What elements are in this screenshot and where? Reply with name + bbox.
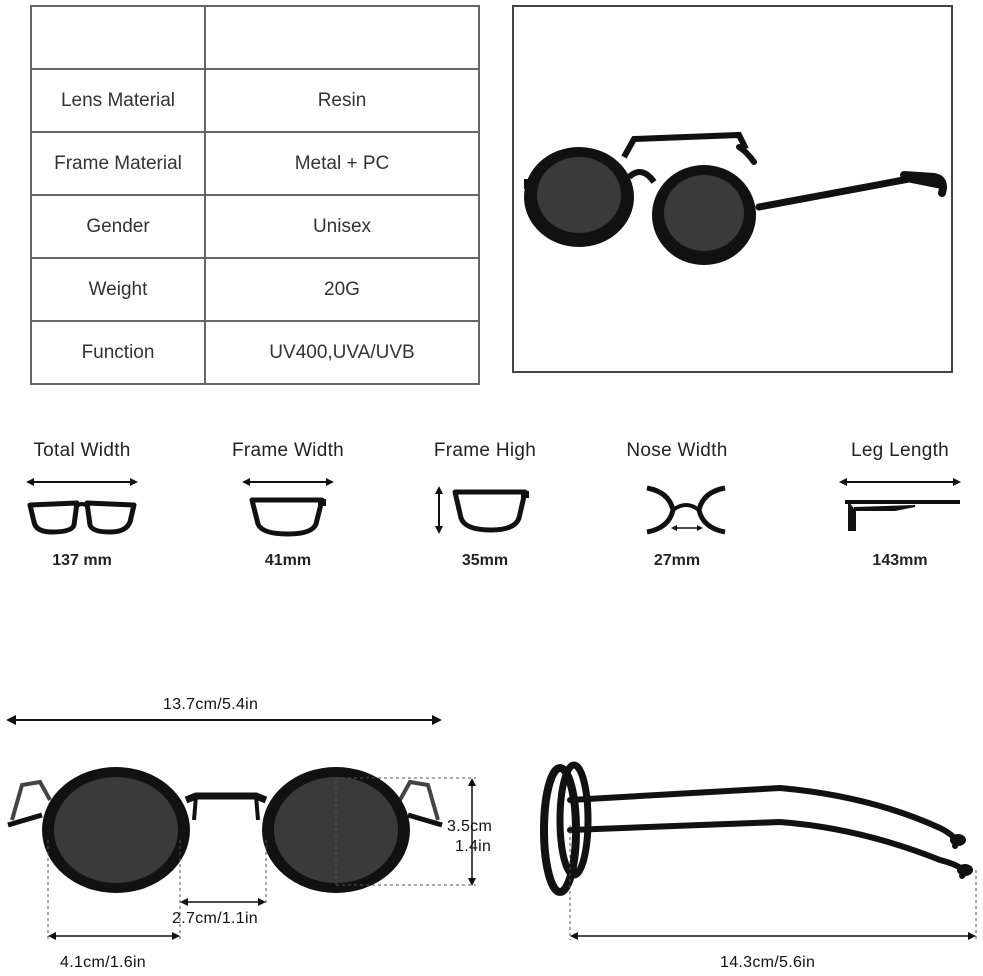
dimension-value: 143mm [872, 552, 928, 569]
spec-label [30, 5, 206, 70]
leg-length-icon [839, 478, 961, 531]
front-lens-width-label: 4.1cm/1.6in [60, 954, 147, 971]
spec-value [204, 5, 480, 70]
dimension-frame-width: Frame Width 41mm [193, 440, 383, 570]
side-view-diagram [540, 761, 977, 940]
front-bridge-width-label: 2.7cm/1.1in [172, 910, 259, 927]
spec-value: Resin [204, 68, 480, 133]
spec-label: Gender [30, 194, 206, 259]
spec-label: Weight [30, 257, 206, 322]
front-total-width-label: 13.7cm/5.4in [163, 696, 259, 713]
total-width-icon [26, 478, 138, 535]
dimension-value: 41mm [264, 552, 312, 569]
spec-table: Lens Material Resin Frame Material Metal… [30, 5, 480, 385]
table-row: Gender Unisex [30, 194, 480, 259]
dimension-nose-width: Nose Width 27mm [582, 440, 772, 570]
spec-label: Lens Material [30, 68, 206, 133]
nose-width-icon [646, 485, 726, 535]
table-row [30, 5, 480, 70]
table-row: Frame Material Metal + PC [30, 131, 480, 196]
table-row: Lens Material Resin [30, 68, 480, 133]
product-image [512, 5, 953, 373]
dimension-frame-high: Frame High 35mm [390, 440, 580, 570]
dimension-title: Frame High [433, 440, 537, 461]
table-row: Weight 20G [30, 257, 480, 322]
frame-width-icon [242, 478, 334, 537]
front-lens-height-in-label: 1.4in [455, 838, 492, 855]
dimension-title: Leg Length [850, 440, 950, 461]
sunglasses-angled-image [524, 131, 947, 265]
spec-value: Metal + PC [204, 131, 480, 196]
spec-value: 20G [204, 257, 480, 322]
spec-value: UV400,UVA/UVB [204, 320, 480, 385]
dimension-leg-length: Leg Length 143mm [805, 440, 983, 570]
dimension-total-width: Total Width 137 mm [0, 440, 177, 570]
dimension-value: 35mm [461, 552, 509, 569]
table-row: Function UV400,UVA/UVB [30, 320, 480, 385]
spec-value: Unisex [204, 194, 480, 259]
dimension-value: 137 mm [52, 552, 112, 569]
front-view-diagram [6, 715, 476, 940]
spec-label: Function [30, 320, 206, 385]
dimension-title: Total Width [33, 440, 131, 461]
frame-height-icon [435, 486, 529, 534]
dimension-value: 27mm [653, 552, 701, 569]
dimension-title: Frame Width [231, 440, 345, 461]
side-leg-length-label: 14.3cm/5.6in [720, 954, 816, 971]
spec-label: Frame Material [30, 131, 206, 196]
dimension-title: Nose Width [626, 440, 728, 461]
front-lens-height-cm-label: 3.5cm [447, 818, 493, 835]
